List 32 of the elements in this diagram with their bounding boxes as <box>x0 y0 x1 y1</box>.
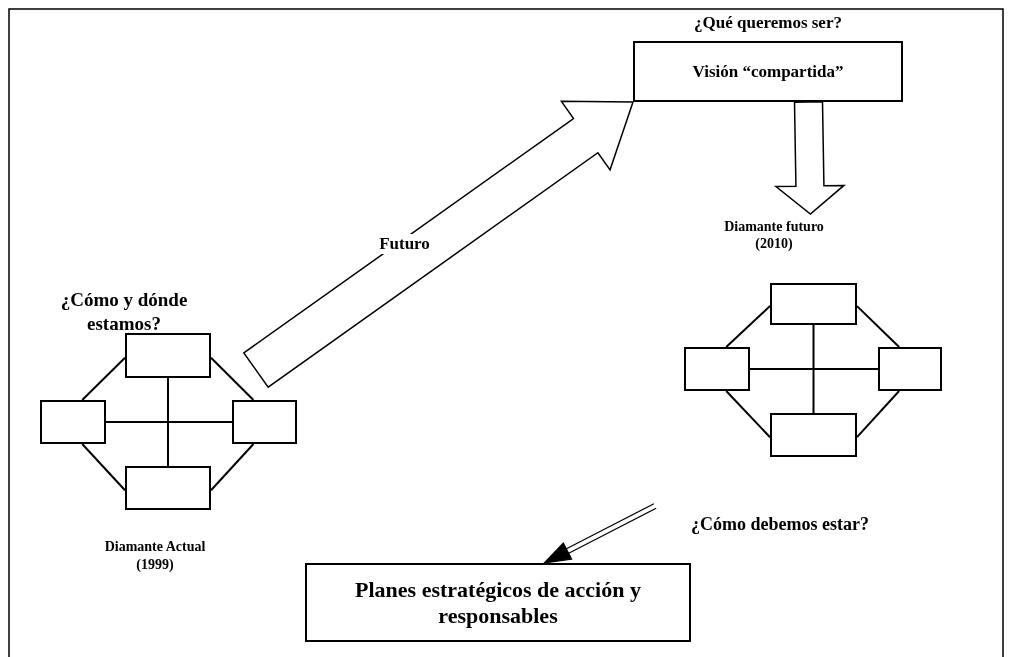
connector-line <box>167 377 169 467</box>
empty-box <box>232 400 297 444</box>
edge-label: Futuro <box>377 234 432 254</box>
empty-box <box>40 400 106 444</box>
empty-box <box>125 333 211 378</box>
caption-text: ¿Cómo debemos estar? <box>655 506 905 542</box>
connector-line <box>749 368 879 370</box>
caption-text: Diamante Actual (1999) <box>103 538 207 573</box>
heading-text: ¿Qué queremos ser? <box>693 12 843 33</box>
empty-box <box>878 347 942 391</box>
empty-box <box>770 283 857 325</box>
block-arrow <box>773 101 846 215</box>
connector-line <box>210 443 255 492</box>
block-arrow <box>242 100 635 389</box>
box-text: Visión “compartida” <box>691 61 845 82</box>
box-text: Planes estratégicos de acción y responsables <box>354 576 642 629</box>
connector-line <box>210 356 255 401</box>
connector-line <box>725 390 771 439</box>
connector-line <box>812 324 815 414</box>
process-box <box>305 563 691 642</box>
heading-text: ¿Cómo y dónde estamos? <box>59 288 189 336</box>
connector-line <box>856 390 901 439</box>
connector-line <box>105 421 233 423</box>
connector-line <box>725 305 771 348</box>
double-line-arrow <box>542 503 657 564</box>
empty-box <box>684 347 750 391</box>
connector-line <box>81 443 126 492</box>
empty-box <box>770 413 857 457</box>
caption-text: Diamante futuro (2010) <box>709 214 839 256</box>
connector-line <box>81 356 126 401</box>
empty-box <box>125 466 211 510</box>
connector-line <box>856 305 901 348</box>
